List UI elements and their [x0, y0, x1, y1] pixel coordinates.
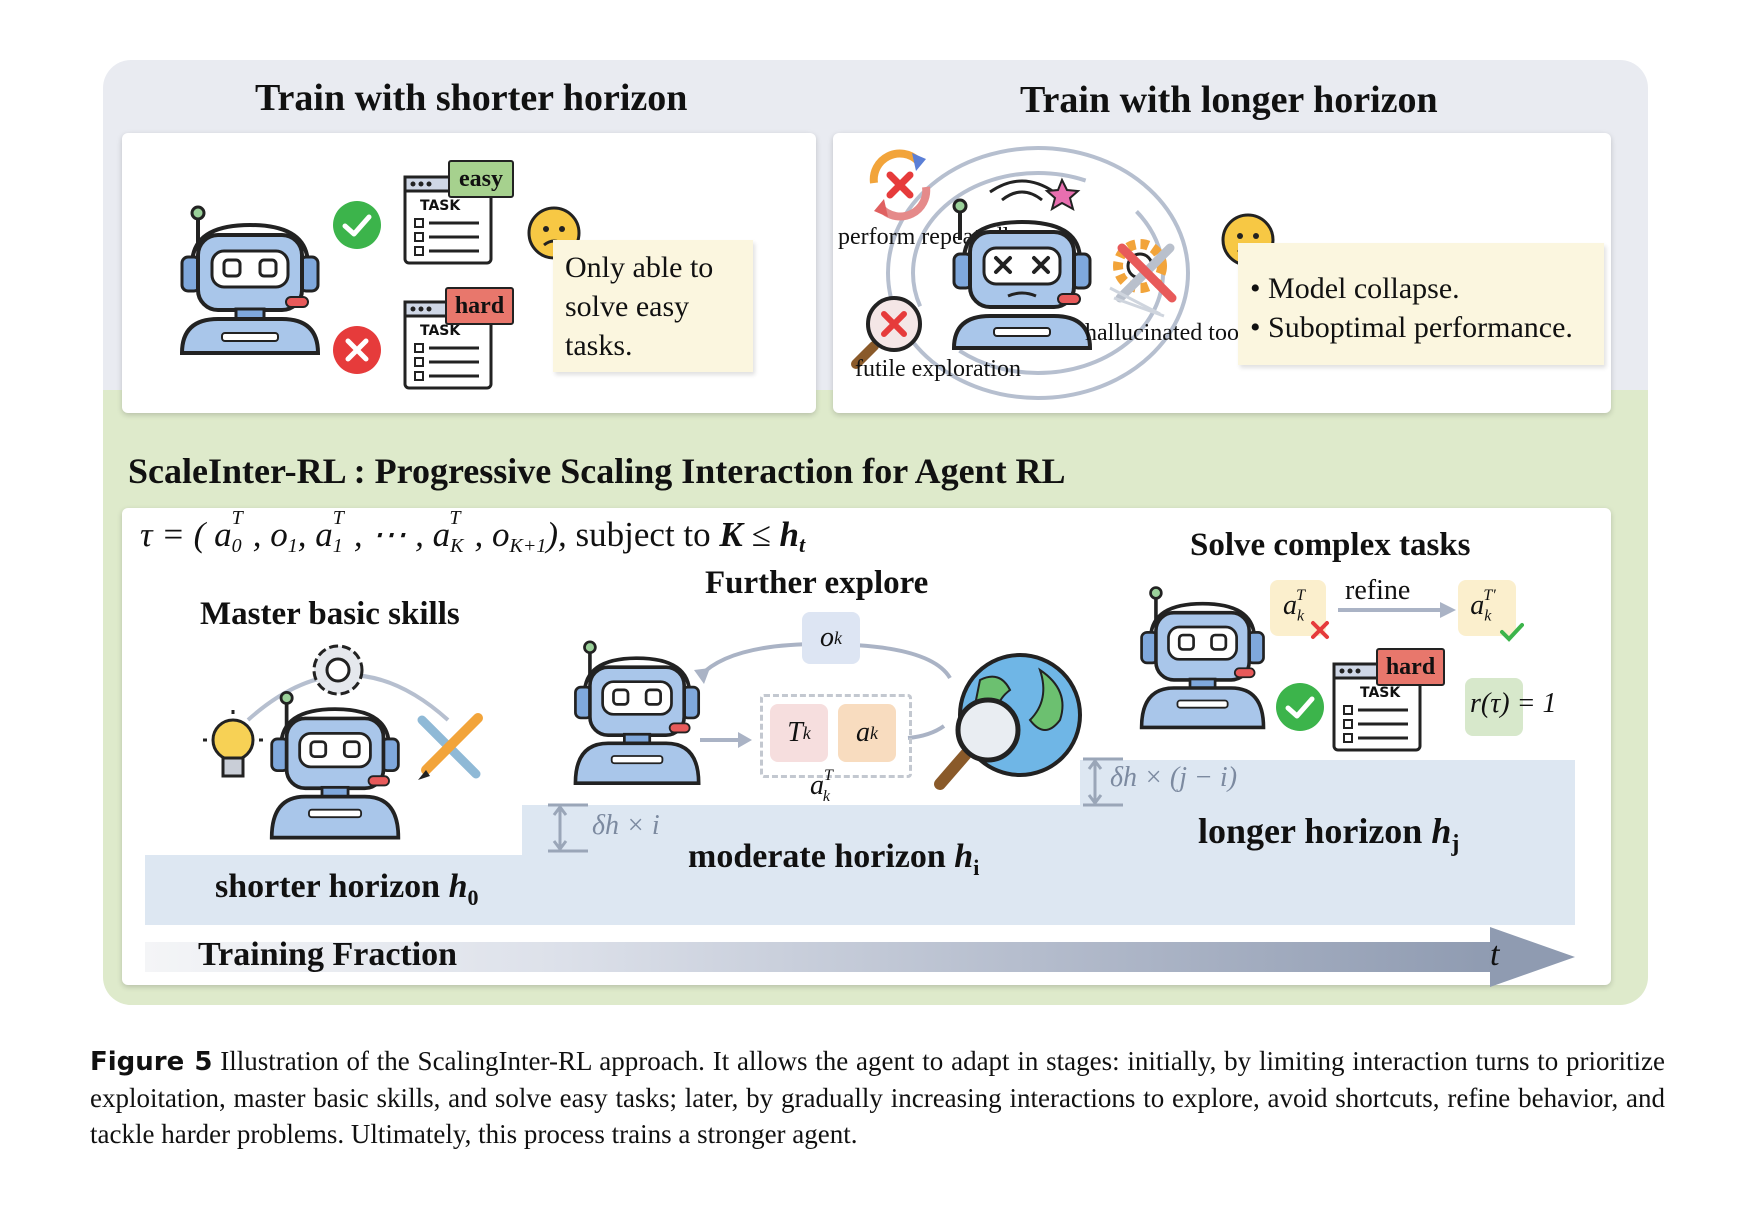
training-fraction-bar: [145, 942, 1495, 972]
action-sub: k: [870, 722, 878, 743]
moderate-horizon-label: moderate horizon hi: [688, 838, 979, 881]
horizon-text: moderate horizon: [688, 838, 946, 875]
check-icon: [332, 200, 382, 250]
small-cross-icon: [1310, 620, 1330, 640]
longer-horizon-band: [1080, 760, 1575, 925]
action-group-box: [760, 694, 912, 778]
stage1-skills-illustration: [198, 640, 498, 850]
stage2-title: Further explore: [705, 565, 929, 601]
refine-arrow: [1338, 600, 1458, 620]
obs-var: o: [820, 622, 834, 653]
horizon-sub: j: [1451, 831, 1460, 858]
failure-note: • Model collapse. • Suboptimal performan…: [1238, 243, 1604, 365]
robot-icon: [570, 640, 705, 785]
reward-label: r(τ) = 1: [1470, 688, 1557, 719]
horizon-var: h: [1431, 811, 1452, 851]
horizon-sub: 0: [467, 884, 479, 910]
refined-action-text: akT′: [1470, 587, 1496, 625]
caption-label: Figure 5: [90, 1047, 213, 1077]
check-icon: [1275, 682, 1325, 732]
method-title: ScaleInter-RL : Progressive Scaling Inte…: [128, 451, 1066, 491]
moderate-horizon-band: [522, 805, 1082, 925]
group-var: a: [810, 770, 824, 801]
subject-to-text: subject to: [575, 515, 711, 554]
easy-badge: easy: [448, 160, 514, 198]
small-check-icon: [1500, 622, 1524, 642]
futile-exploration-label: futile exploration: [855, 356, 1021, 382]
globe-magnifier-icon: [930, 650, 1090, 800]
obs-sub: k: [834, 627, 842, 648]
horizon-text: shorter horizon: [215, 868, 441, 905]
delta-ji-label: δh × (j − i): [1110, 762, 1238, 793]
hallucinated-tools-label: hallucinated tools: [1085, 320, 1255, 346]
action-var: a: [856, 717, 870, 748]
delta-bracket-icon: [1083, 757, 1123, 807]
bullet-item: • Suboptimal performance.: [1250, 311, 1573, 344]
lightbulb-icon: [203, 710, 263, 790]
limitation-note: Only able to solve easy tasks.: [553, 240, 753, 372]
refine-label: refine: [1345, 575, 1411, 606]
task-label: TASK: [420, 198, 461, 214]
action-group-label: aTk: [810, 767, 833, 806]
dizzy-robot-icon: [950, 170, 1095, 350]
robot-icon: [178, 205, 323, 355]
stage1-title: Master basic skills: [200, 596, 460, 632]
repeat-icon: [860, 145, 940, 225]
group-sup: T: [824, 767, 833, 784]
trajectory-formula: τ = ( a0T, o1, a1T, ⋯ , aKT, oK+1), subj…: [140, 507, 806, 557]
task-label: TASK: [420, 323, 461, 339]
refined-action-tag: akT′: [1458, 580, 1516, 636]
robot-icon: [1138, 585, 1268, 730]
pencil-wrench-icon: [412, 710, 487, 785]
magnifier-cross-icon: [850, 290, 930, 370]
longer-horizon-label: longer horizon hj: [1198, 810, 1459, 858]
horizon-text: longer horizon: [1198, 811, 1423, 851]
robot-icon: [268, 690, 403, 840]
cross-icon: [332, 325, 382, 375]
left-title: Train with shorter horizon: [255, 77, 688, 119]
thought-var: T: [787, 717, 803, 748]
group-sub: k: [822, 787, 831, 805]
stage3-title: Solve complex tasks: [1190, 527, 1471, 563]
thought-sub: k: [802, 722, 811, 743]
delta-bracket-icon: [548, 803, 588, 853]
time-label: t: [1490, 936, 1500, 973]
caption-text: Illustration of the ScalingInter-RL appr…: [90, 1046, 1666, 1149]
right-title: Train with longer horizon: [1020, 79, 1438, 121]
bullet-item: • Model collapse.: [1250, 272, 1460, 305]
reward-highlight: [1465, 678, 1523, 736]
figure-caption: Figure 5 Illustration of the ScalingInte…: [90, 1043, 1665, 1152]
hard-badge: hard: [445, 287, 514, 325]
hard-badge: hard: [1376, 648, 1445, 686]
wrong-action-text: akT: [1282, 587, 1305, 625]
task-label: TASK: [1360, 685, 1401, 701]
delta-i-label: δh × i: [592, 810, 660, 841]
shorter-horizon-label: shorter horizon h0: [215, 868, 479, 911]
gear-wrench-icon: [1100, 228, 1190, 318]
horizon-var: h: [448, 868, 468, 905]
training-fraction-arrowhead: [1490, 927, 1575, 987]
horizon-sub: i: [973, 854, 980, 880]
horizon-var: h: [954, 838, 974, 875]
training-fraction-label: Training Fraction: [198, 936, 458, 973]
